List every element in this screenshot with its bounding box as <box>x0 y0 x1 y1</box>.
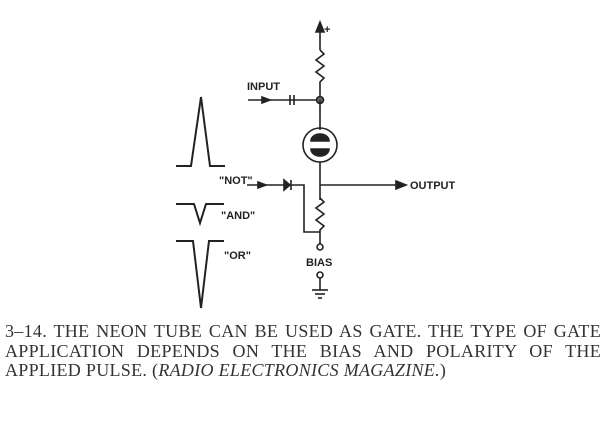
output-arrow-icon <box>395 179 409 191</box>
ground-icon <box>312 278 328 299</box>
input-capacitor-icon <box>289 95 295 105</box>
not-pulse-waveform <box>176 96 225 167</box>
not-label: "NOT" <box>219 175 253 187</box>
caption-text: 3–14. THE NEON TUBE CAN BE USED AS GATE.… <box>5 321 601 380</box>
input-arrow-icon <box>261 95 273 105</box>
input-label: INPUT <box>247 81 280 93</box>
neon-tube-icon <box>302 127 338 163</box>
figure-caption: 3–14. THE NEON TUBE CAN BE USED AS GATE.… <box>5 321 601 381</box>
and-label: "AND" <box>221 210 255 222</box>
caption-source: RADIO ELECTRONICS MAGAZINE. <box>158 360 440 380</box>
caption-close: ) <box>439 360 447 380</box>
pulse-input-arrow-icon <box>257 180 269 190</box>
diode-icon <box>283 178 292 192</box>
and-pulse-waveform <box>176 203 224 227</box>
top-resistor <box>314 49 326 100</box>
bias-resistor <box>314 197 326 244</box>
or-pulse-waveform <box>176 240 224 309</box>
bias-terminal <box>316 243 324 251</box>
or-label: "OR" <box>224 250 251 262</box>
supply-arrow-icon <box>314 19 326 50</box>
output-label: OUTPUT <box>410 180 456 192</box>
plus-label: + <box>324 24 330 36</box>
bias-label: BIAS <box>306 257 332 269</box>
